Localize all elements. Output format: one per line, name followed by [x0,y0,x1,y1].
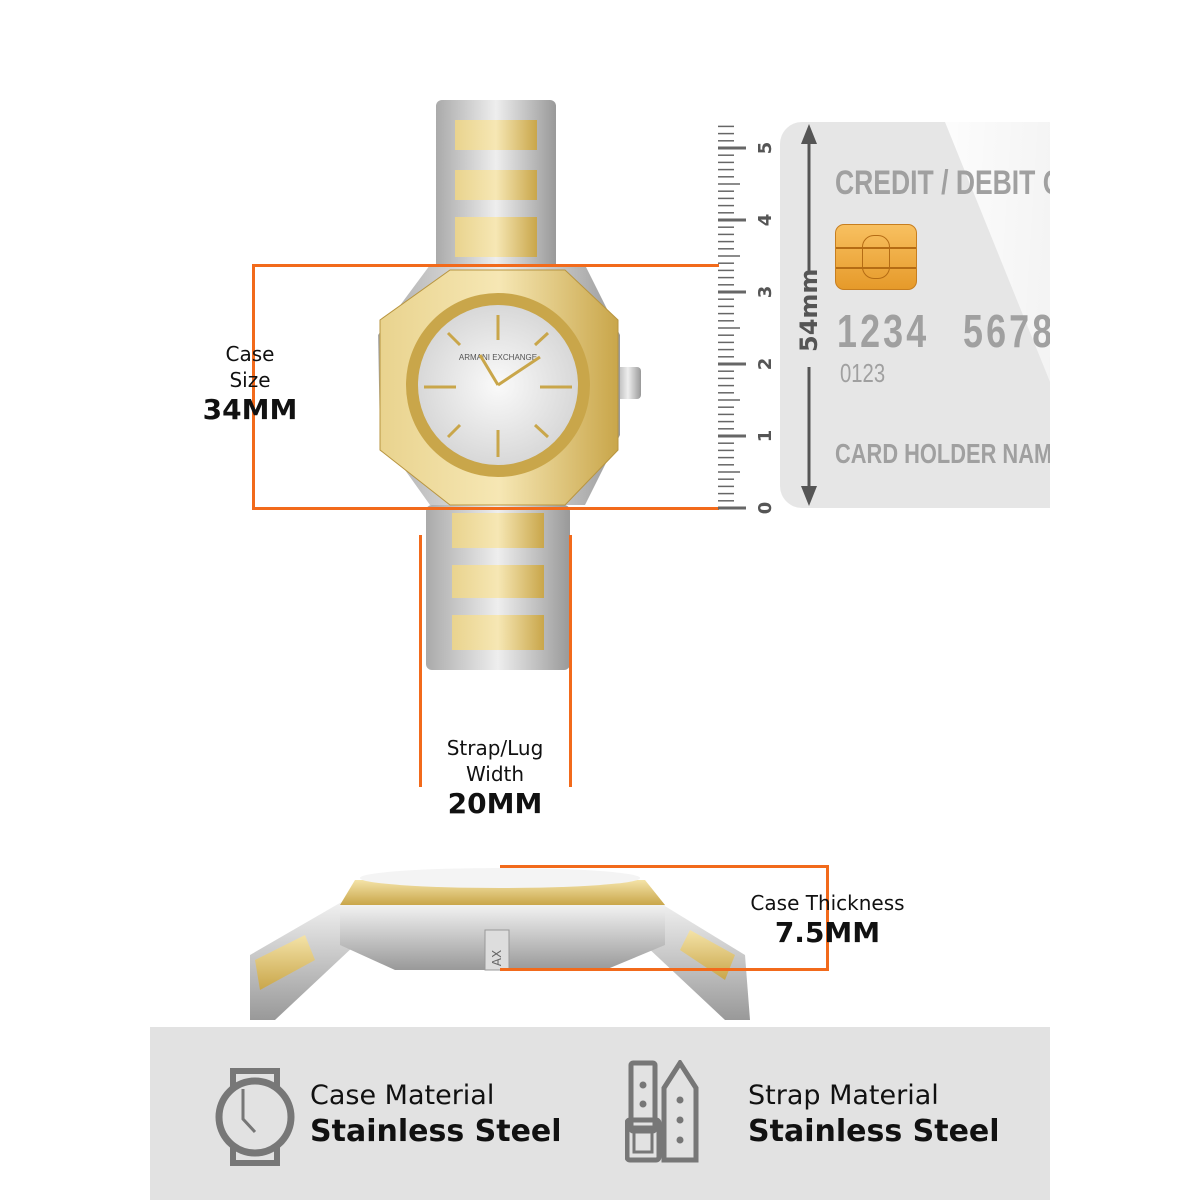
thickness-line-bottom [500,968,829,971]
case-size-value: 34MM [202,393,298,426]
card-height-arrow-icon [801,124,817,506]
ruler-label: 1 [755,430,776,443]
ruler: 0 1 2 3 4 5 [718,125,776,515]
strap-width-line-right [569,535,572,787]
card-holder-name: CARD HOLDER NAME [835,438,1050,469]
case-thickness-label-text: Case Thickness [750,891,905,915]
card-title: CREDIT / DEBIT CARD [835,164,1050,202]
strap-outline-icon [625,1060,699,1163]
card-height-label: 54mm [795,268,823,352]
watch-side-image: AX [250,868,750,1020]
case-thickness-value: 7.5MM [774,916,881,949]
watch-brand: ARMANI EXCHANGE [459,353,537,362]
ruler-label: 0 [755,502,776,515]
case-material-label: Case Material [310,1080,495,1111]
watch-front-image: ARMANI EXCHANGE [378,100,641,670]
strap-material-label: Strap Material [748,1080,939,1111]
ruler-label: 4 [755,214,776,227]
case-size-label: Case Size 34MM [190,341,310,427]
chip-icon [835,224,917,290]
case-size-line-left [252,264,255,510]
case-size-label-line2: Size [229,368,271,392]
strap-width-line-left [419,535,422,787]
strap-width-label-line1: Strap/Lug [446,736,544,760]
credit-card-reference: CREDIT / DEBIT CARD 1234 5678 0123 CARD … [780,122,1050,508]
case-size-line-top [253,264,719,267]
materials-panel: Case Material Stainless Steel Strap Mate… [150,1027,1050,1200]
strap-material: Strap Material Stainless Steel [748,1079,1000,1151]
ruler-label: 2 [755,358,776,371]
strap-width-label: Strap/Lug Width 20MM [425,735,565,821]
watch-outline-icon [215,1068,295,1166]
case-material-value: Stainless Steel [310,1114,562,1149]
case-size-label-line1: Case [225,342,275,366]
case-material: Case Material Stainless Steel [310,1079,562,1151]
case-size-line-bottom [253,507,719,510]
thickness-line-right [826,865,829,971]
side-logo: AX [490,950,504,966]
strap-material-value: Stainless Steel [748,1114,1000,1149]
thickness-line-top [500,865,829,868]
ruler-label: 5 [755,142,776,155]
card-number-1: 1234 [837,305,930,357]
card-number-2: 5678 [963,305,1050,357]
strap-width-value: 20MM [447,787,543,820]
case-thickness-label: Case Thickness 7.5MM [740,890,915,950]
strap-width-label-line2: Width [465,762,525,786]
card-small-number: 0123 [840,358,886,388]
ruler-label: 3 [755,286,776,299]
